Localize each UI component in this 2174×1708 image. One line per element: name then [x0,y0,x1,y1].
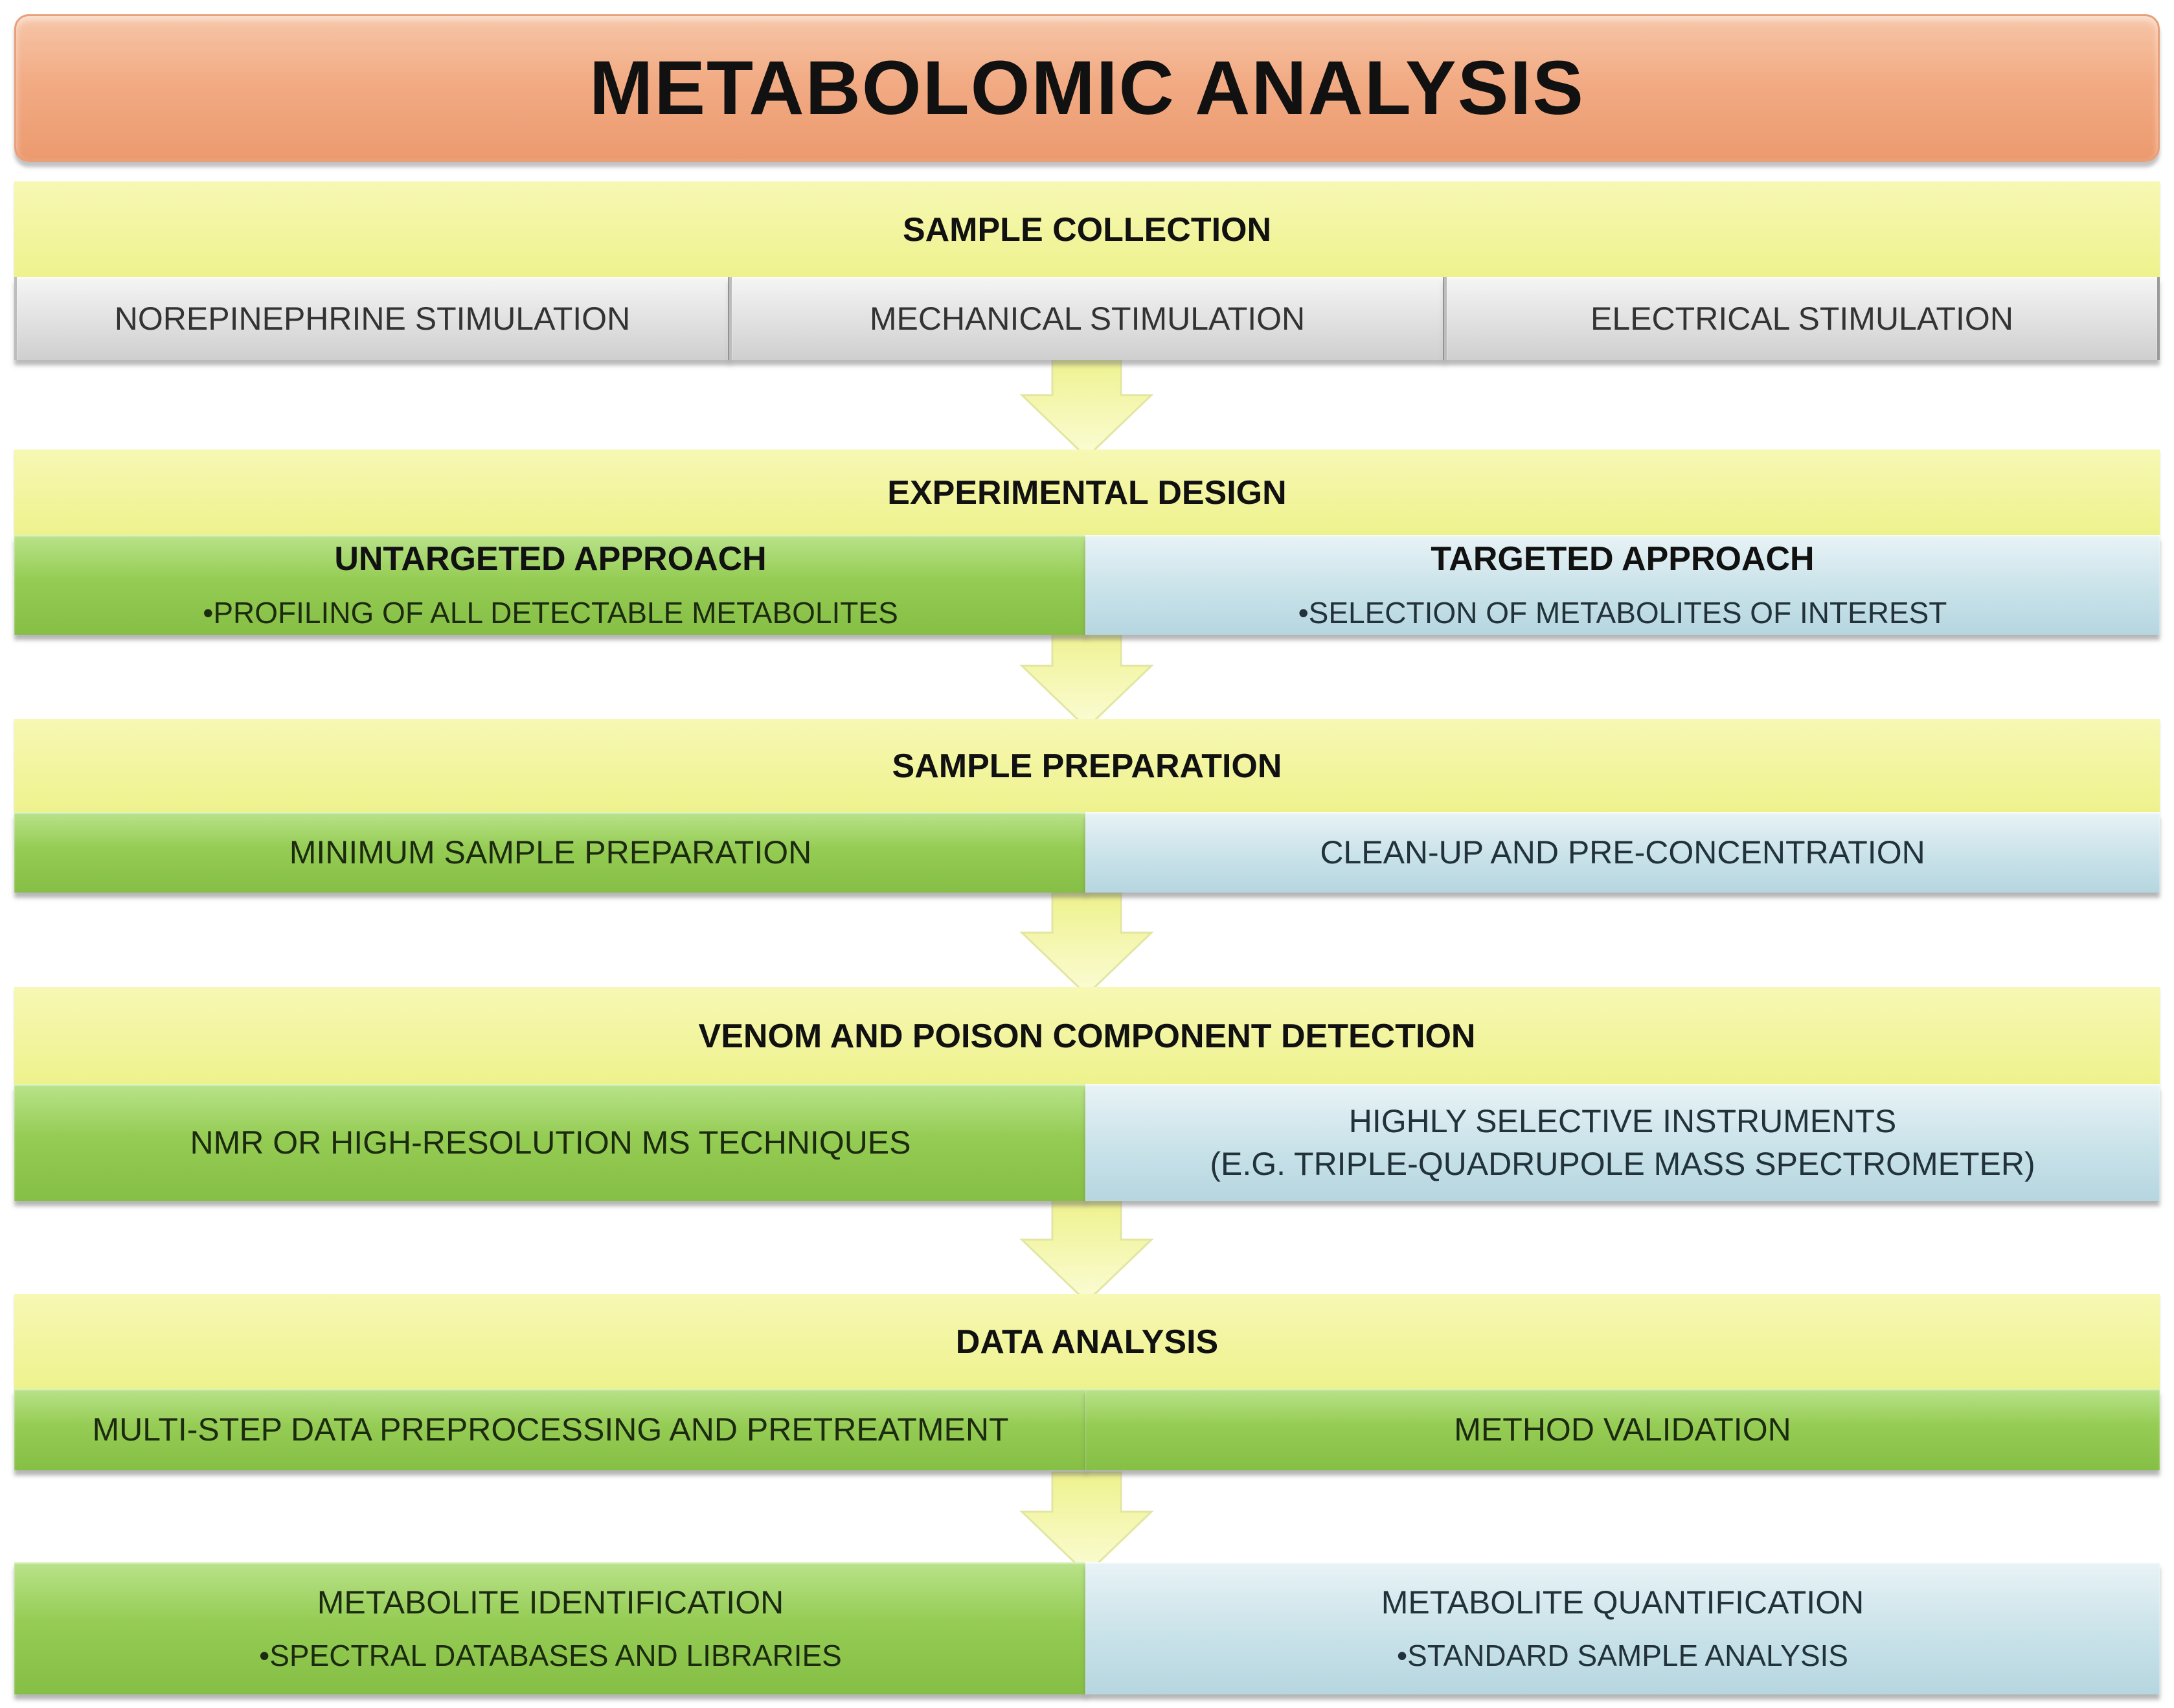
metabolite-identification-title: METABOLITE IDENTIFICATION [317,1584,784,1621]
experimental-design-header: EXPERIMENTAL DESIGN [14,450,2160,536]
untargeted-approach-box: UNTARGETED APPROACH •PROFILING OF ALL DE… [14,535,1087,635]
metabolite-identification-bullet: •SPECTRAL DATABASES AND LIBRARIES [259,1639,842,1672]
flow-arrow-3 [1019,893,1154,996]
diagram-title: METABOLOMIC ANALYSIS [14,14,2160,162]
data-analysis-header: DATA ANALYSIS [14,1294,2160,1390]
triple-quadrupole-example-line: (E.G. TRIPLE-QUADRUPOLE MASS SPECTROMETE… [1210,1146,2035,1182]
metabolite-quantification-bullet: •STANDARD SAMPLE ANALYSIS [1397,1639,1848,1672]
sample-collection-header: SAMPLE COLLECTION [14,181,2160,279]
method-validation-box: METHOD VALIDATION [1085,1389,2160,1470]
flow-arrow-4 [1019,1200,1154,1303]
targeted-approach-title: TARGETED APPROACH [1431,540,1815,578]
metabolite-identification-box: METABOLITE IDENTIFICATION •SPECTRAL DATA… [14,1562,1087,1694]
highly-selective-instruments-box: HIGHLY SELECTIVE INSTRUMENTS (E.G. TRIPL… [1085,1084,2160,1201]
targeted-approach-box: TARGETED APPROACH •SELECTION OF METABOLI… [1085,535,2160,635]
metabolite-quantification-box: METABOLITE QUANTIFICATION •STANDARD SAMP… [1085,1562,2160,1694]
electrical-stimulation-box: ELECTRICAL STIMULATION [1444,277,2160,360]
sample-preparation-header: SAMPLE PREPARATION [14,719,2160,814]
minimum-sample-preparation-box: MINIMUM SAMPLE PREPARATION [14,812,1087,893]
targeted-approach-bullet: •SELECTION OF METABOLITES OF INTEREST [1298,596,1947,630]
flow-arrow-5 [1019,1472,1154,1575]
mechanical-stimulation-box: MECHANICAL STIMULATION [729,277,1445,360]
norepinephrine-stimulation-box: NOREPINEPHRINE STIMULATION [14,277,730,360]
detection-header: VENOM AND POISON COMPONENT DETECTION [14,987,2160,1086]
untargeted-approach-bullet: •PROFILING OF ALL DETECTABLE METABOLITES [203,596,898,630]
metabolite-quantification-title: METABOLITE QUANTIFICATION [1381,1584,1864,1621]
flow-arrow-2 [1019,626,1154,729]
flow-arrow-1 [1019,355,1154,459]
clean-up-pre-concentration-box: CLEAN-UP AND PRE-CONCENTRATION [1085,812,2160,893]
data-preprocessing-box: MULTI-STEP DATA PREPROCESSING AND PRETRE… [14,1389,1087,1470]
nmr-high-resolution-ms-box: NMR OR HIGH-RESOLUTION MS TECHNIQUES [14,1084,1087,1201]
untargeted-approach-title: UNTARGETED APPROACH [334,540,767,578]
highly-selective-instruments-line: HIGHLY SELECTIVE INSTRUMENTS [1348,1103,1897,1139]
